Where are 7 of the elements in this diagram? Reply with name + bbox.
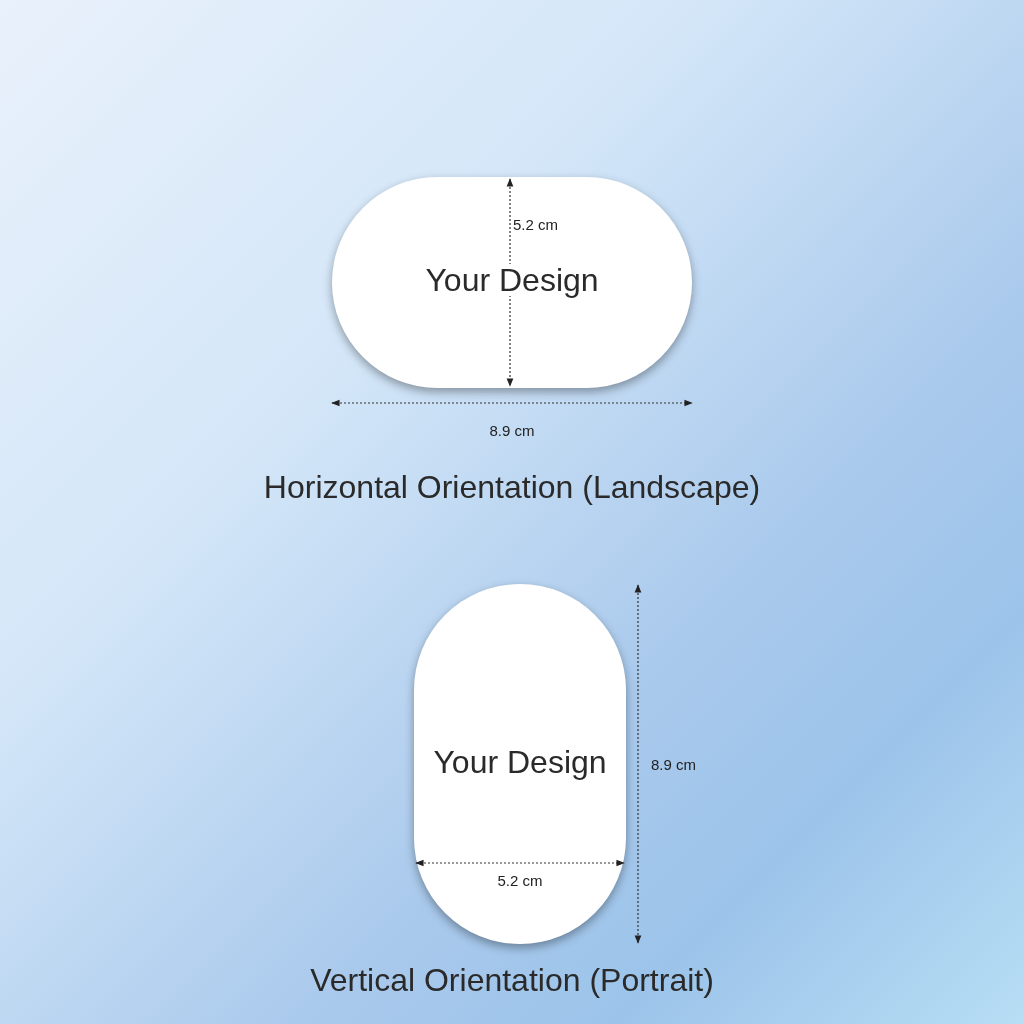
dimension-label: 8.9 cm xyxy=(651,756,696,772)
orientation-caption: Horizontal Orientation (Landscape) xyxy=(263,471,761,503)
dimension-label: 5.2 cm xyxy=(497,872,543,888)
dimension-label: 5.2 cm xyxy=(513,216,558,232)
orientation-caption: Vertical Orientation (Portrait) xyxy=(310,964,714,996)
stadium-shape xyxy=(414,584,626,944)
dimension-label: 8.9 cm xyxy=(489,422,535,438)
